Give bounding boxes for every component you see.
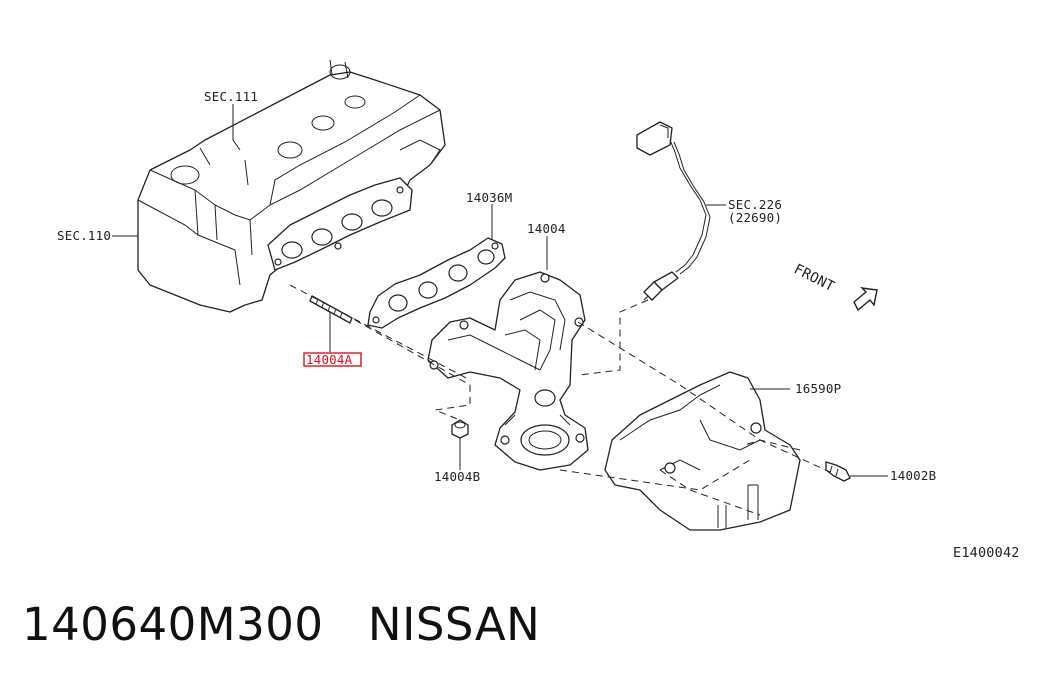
- oxygen-sensor: [636, 121, 711, 301]
- stud-bolt: [309, 295, 353, 324]
- label-manifold-14004[interactable]: 14004: [527, 221, 566, 236]
- label-22690[interactable]: (22690): [728, 210, 782, 225]
- label-bolt-14002b[interactable]: 14002B: [890, 468, 936, 483]
- cylinder-head: [137, 59, 446, 313]
- brand-name: NISSAN: [367, 598, 541, 651]
- figure-id: E1400042: [953, 545, 1020, 561]
- label-front: FRONT: [791, 261, 837, 295]
- exploded-parts-diagram: SEC.111 SEC.110 14036M 14004 SEC.226 (22…: [57, 59, 1020, 561]
- label-stud-14004a[interactable]: 14004A: [306, 352, 353, 367]
- label-cover-16590p[interactable]: 16590P: [795, 381, 841, 396]
- part-number: 140640M300: [22, 598, 324, 651]
- part-caption: 140640M300 NISSAN: [22, 598, 540, 651]
- heat-insulator-cover: [604, 371, 801, 531]
- label-sec111[interactable]: SEC.111: [204, 89, 258, 104]
- label-sec110[interactable]: SEC.110: [57, 228, 111, 243]
- label-sec226[interactable]: SEC.226: [728, 197, 782, 212]
- highlight-box-14004a: [303, 352, 362, 367]
- front-arrow: [853, 287, 878, 312]
- label-nut-14004b[interactable]: 14004B: [434, 469, 480, 484]
- manifold-nut: [451, 419, 469, 439]
- leader-lines: [112, 104, 888, 477]
- label-gasket-14036m[interactable]: 14036M: [466, 190, 512, 205]
- assembly-lines: [289, 284, 831, 516]
- manifold-gasket: [367, 237, 506, 329]
